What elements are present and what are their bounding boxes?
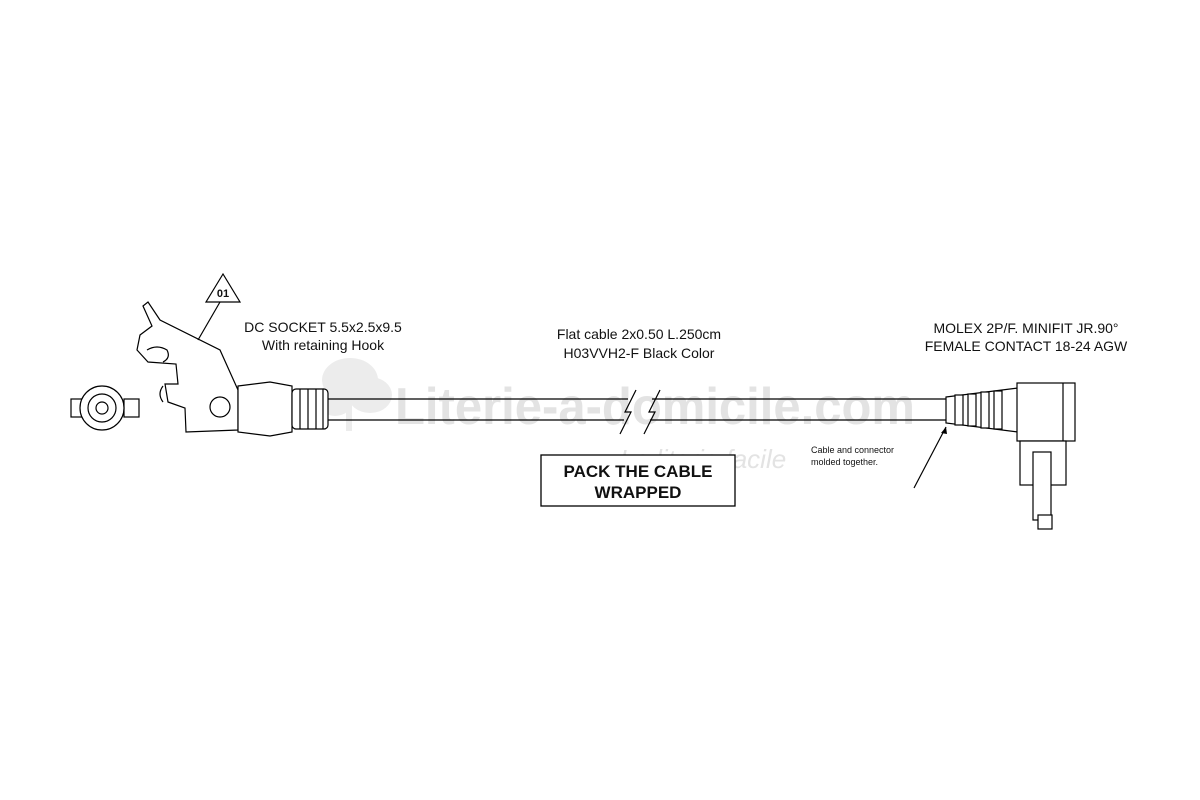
dc-socket-label: DC SOCKET 5.5x2.5x9.5 bbox=[244, 319, 402, 335]
molex-sublabel: FEMALE CONTACT 18-24 AGW bbox=[925, 338, 1128, 354]
dc-socket-sublabel: With retaining Hook bbox=[262, 337, 385, 353]
pack-box-line2: WRAPPED bbox=[595, 483, 682, 502]
pack-box-line1: PACK THE CABLE bbox=[564, 462, 713, 481]
cable-sublabel: H03VVH2-F Black Color bbox=[564, 345, 715, 361]
cable-break-left bbox=[619, 389, 637, 435]
dc-socket-with-hook bbox=[136, 301, 329, 437]
cable-label: Flat cable 2x0.50 L.250cm bbox=[557, 326, 721, 342]
cable-break-right bbox=[643, 389, 661, 435]
pack-instruction-box: PACK THE CABLE WRAPPED bbox=[540, 454, 736, 507]
callout-01-number: 01 bbox=[217, 288, 229, 300]
molex-connector bbox=[945, 382, 1076, 530]
dc-socket-front-view bbox=[70, 385, 140, 431]
callout-01: 01 bbox=[197, 272, 242, 341]
molded-leader-line bbox=[913, 426, 947, 489]
molded-note-line1: Cable and connector bbox=[811, 445, 894, 455]
flat-cable bbox=[328, 389, 946, 435]
watermark-text: Literie-a-domicile.com bbox=[395, 378, 915, 436]
molex-label: MOLEX 2P/F. MINIFIT JR.90° bbox=[933, 320, 1118, 336]
molded-note-line2: molded together. bbox=[811, 457, 878, 467]
molded-leader-arrow bbox=[941, 427, 947, 434]
